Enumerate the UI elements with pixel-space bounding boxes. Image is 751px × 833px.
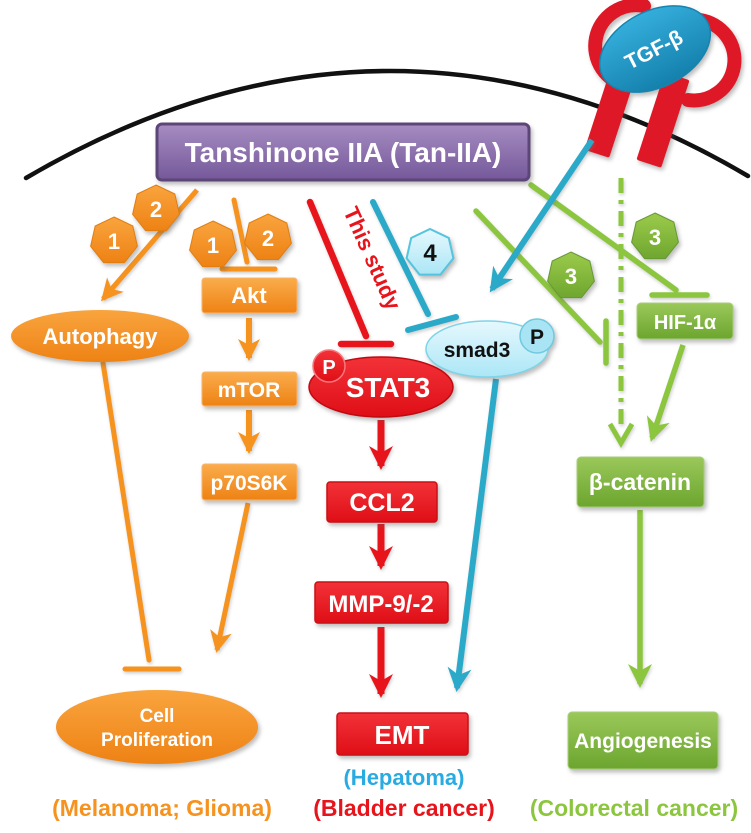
green-nodes: HIF-1α β-catenin Angiogenesis [567,302,734,770]
node-autophagy [11,310,189,362]
ccl2-label: CCL2 [349,489,414,517]
node-stat3 [308,356,454,418]
smad3-phospho-badge [519,318,555,354]
orange-edges [100,188,278,672]
autophagy-label: Autophagy [43,324,159,349]
bladder-cancer-label: (Bladder cancer) [313,795,495,821]
badge-3-smad: 3 [547,251,595,299]
colorectal-cancer-label: (Colorectal cancer) [530,795,738,821]
badge-1-autophagy: 1 [90,216,138,264]
badge-1-akt: 1 [189,220,237,268]
melanoma-glioma-label: (Melanoma; Glioma) [52,795,272,821]
svg-text:1: 1 [108,229,120,254]
stat3-label: STAT3 [346,372,431,403]
angiogenesis-label: Angiogenesis [574,730,712,753]
node-mmp [314,581,449,624]
inhibit-tan-akt-line [231,197,250,265]
inhibit-tan-smad-line [473,208,603,345]
svg-text:3: 3 [649,225,661,250]
badge-4-smad3: 4 [405,228,455,276]
red-nodes: P STAT3 CCL2 MMP-9/-2 EMT [308,349,469,756]
svg-text:1: 1 [207,233,219,258]
step-badges: 1 2 1 2 4 3 3 [90,184,679,299]
mmp-label: MMP-9/-2 [328,591,433,618]
badge-2-autophagy: 2 [132,184,180,232]
tgfb-ligand [598,5,712,93]
tgfb-betacatenin-dashdot-arrowhead [607,422,635,448]
node-p70s6k [201,463,298,501]
hif1a-label: HIF-1α [654,312,717,334]
node-hif1a [636,302,734,340]
stat3-phospho-label: P [322,357,335,379]
green-edges [473,178,710,688]
akt-label: Akt [231,283,267,308]
badge-2-akt: 2 [244,213,292,261]
smad3-node-group: smad3 P [425,318,555,378]
teal-edges [370,138,595,692]
smad3-emt-arrow [447,378,499,692]
p70s6k-label: p70S6K [210,472,287,495]
node-beta-catenin [576,456,705,508]
tan-autophagy-arrow [101,188,199,302]
node-ccl2 [326,481,438,523]
emt-label: EMT [375,720,430,750]
receptor-claw-right [681,13,742,108]
mtor-label: mTOR [218,379,281,402]
node-emt [336,712,469,756]
tgfb-receptor: TGF-β [584,0,742,168]
hepatoma-label: (Hepatoma) [343,765,464,790]
orange-nodes: Autophagy Akt mTOR p70S6K Cell Prolifera… [11,277,298,764]
smad3-label: smad3 [444,339,511,362]
node-cell-proliferation [56,690,258,764]
node-angiogenesis [567,711,719,770]
smad3-phospho-label: P [530,326,544,349]
inhibit-thisstudy-stat3-line [306,198,370,340]
svg-text:2: 2 [150,197,162,222]
title-box: Tanshinone IIA (Tan-IIA) [155,122,531,182]
footer-labels: (Hepatoma) (Melanoma; Glioma) (Bladder c… [52,765,738,821]
beta-catenin-label: β-catenin [589,469,691,495]
svg-text:3: 3 [565,264,577,289]
svg-text:4: 4 [423,240,437,267]
receptor-stalk-right [636,72,690,168]
tgfb-smad3-arrow [489,138,595,293]
p70s6k-cellprolif-arrow [210,502,251,653]
badge-3-hif: 3 [631,212,679,260]
inhibit-tan4-smad3-bar [405,314,459,333]
node-akt [201,277,298,314]
cell-proliferation-label-2: Proliferation [101,730,213,751]
hif1a-betacatenin-arrow [646,344,686,442]
cell-membrane-line [23,68,751,181]
inhibit-autophagy-cellprolif-line [100,360,152,663]
title-label: Tanshinone IIA (Tan-IIA) [185,137,502,168]
red-edges [306,198,395,698]
stat3-phospho-badge [312,349,346,383]
node-mtor [201,371,298,407]
svg-text:2: 2 [262,226,274,251]
cell-proliferation-label-1: Cell [140,706,175,727]
inhibit-tan-hif1a-line [528,182,679,293]
inhibit-tan4-smad3-line [370,199,431,317]
